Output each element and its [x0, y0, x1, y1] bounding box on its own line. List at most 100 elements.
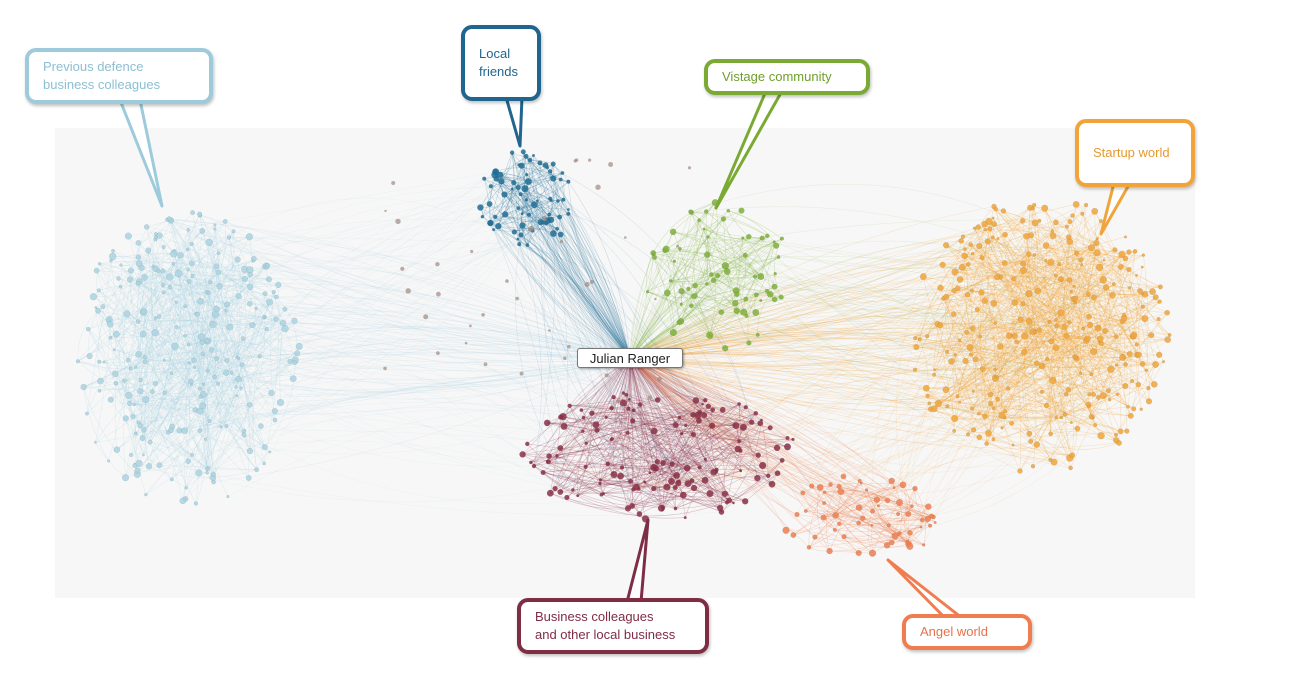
graph-node [1097, 340, 1101, 344]
graph-edge [966, 221, 1071, 333]
graph-edge [994, 270, 1024, 370]
graph-edge [679, 417, 730, 501]
graph-edge [792, 267, 963, 440]
graph-edge [671, 406, 709, 465]
graph-edge [519, 243, 631, 359]
graph-edge [1004, 294, 1089, 412]
graph-node [156, 313, 162, 319]
graph-node [669, 328, 678, 337]
graph-edge [1016, 341, 1052, 343]
graph-edge [670, 236, 750, 282]
graph-node [483, 362, 488, 367]
graph-edge [556, 455, 601, 481]
graph-edge [629, 270, 1024, 359]
graph-edge [620, 425, 736, 477]
graph-edge [155, 268, 294, 379]
graph-node [930, 405, 938, 413]
graph-edge [629, 357, 717, 470]
graph-edge [490, 222, 705, 416]
graph-node [1072, 354, 1078, 360]
graph-edge [629, 236, 709, 359]
graph-node [705, 403, 712, 410]
graph-edge [1121, 254, 1140, 416]
graph-node [1032, 202, 1037, 208]
graph-edge [215, 314, 631, 359]
graph-edge [216, 265, 277, 298]
graph-edge [267, 228, 558, 270]
graph-edge [1069, 279, 1077, 359]
graph-node [704, 209, 709, 214]
graph-edge [521, 165, 631, 359]
graph-node [982, 413, 988, 420]
graph-edge [954, 261, 1114, 285]
graph-edge [647, 281, 707, 292]
graph-edge [629, 357, 758, 479]
graph-edge [86, 260, 254, 414]
graph-edge [894, 328, 973, 537]
graph-node [927, 401, 932, 406]
center-node-label[interactable]: Julian Ranger [577, 348, 683, 368]
graph-edge [1058, 335, 1067, 415]
graph-node [832, 512, 840, 519]
graph-edge [811, 290, 1141, 487]
graph-node [470, 249, 474, 254]
graph-edge [995, 209, 1129, 408]
graph-edge [180, 255, 265, 464]
graph-edge [523, 151, 631, 359]
graph-edge [908, 278, 1062, 515]
graph-edge [550, 219, 713, 426]
graph-node [925, 503, 932, 511]
graph-edge [933, 253, 1029, 375]
graph-edge [524, 188, 560, 218]
graph-node [917, 337, 922, 342]
graph-edge [629, 357, 955, 419]
graph-edge [1112, 293, 1156, 298]
graph-node [1140, 304, 1145, 309]
graph-edge [629, 357, 700, 468]
graph-edge [967, 264, 1000, 444]
graph-edge [670, 218, 724, 282]
graph-edge [839, 287, 1107, 487]
graph-node [1115, 392, 1120, 397]
graph-edge [748, 342, 991, 410]
graph-edge [946, 230, 1053, 297]
graph-node [140, 308, 148, 316]
graph-edge [823, 517, 872, 526]
graph-edge [528, 214, 631, 359]
graph-edge [144, 267, 279, 286]
graph-edge [675, 434, 694, 509]
graph-edge [1032, 247, 1092, 332]
graph-edge [173, 263, 216, 378]
graph-edge [176, 303, 250, 328]
graph-edge [1023, 263, 1125, 316]
graph-edge [83, 386, 109, 462]
graph-edge [521, 155, 534, 214]
graph-edge [139, 250, 149, 392]
graph-edge [240, 164, 546, 389]
graph-edge [141, 221, 226, 439]
graph-edge [524, 188, 631, 359]
graph-edge [83, 371, 172, 388]
graph-edge [543, 219, 565, 427]
graph-edge [202, 353, 215, 378]
graph-node [142, 359, 148, 365]
graph-edge [629, 357, 706, 481]
graph-edge [138, 302, 177, 464]
graph-node [222, 219, 228, 224]
graph-edge [148, 250, 209, 469]
graph-edge [743, 241, 1081, 313]
graph-edge [647, 237, 743, 292]
graph-edge [581, 409, 629, 509]
graph-edge [945, 244, 1130, 355]
graph-node [1113, 432, 1119, 437]
graph-node [706, 490, 714, 498]
graph-node [648, 471, 652, 475]
graph-edge [712, 409, 1051, 468]
graph-node [1028, 438, 1034, 444]
graph-node [144, 492, 148, 497]
graph-edge [629, 357, 825, 504]
graph-edge [542, 222, 631, 359]
graph-node [127, 276, 134, 283]
graph-node [1020, 218, 1026, 224]
graph-edge [1052, 235, 1117, 337]
